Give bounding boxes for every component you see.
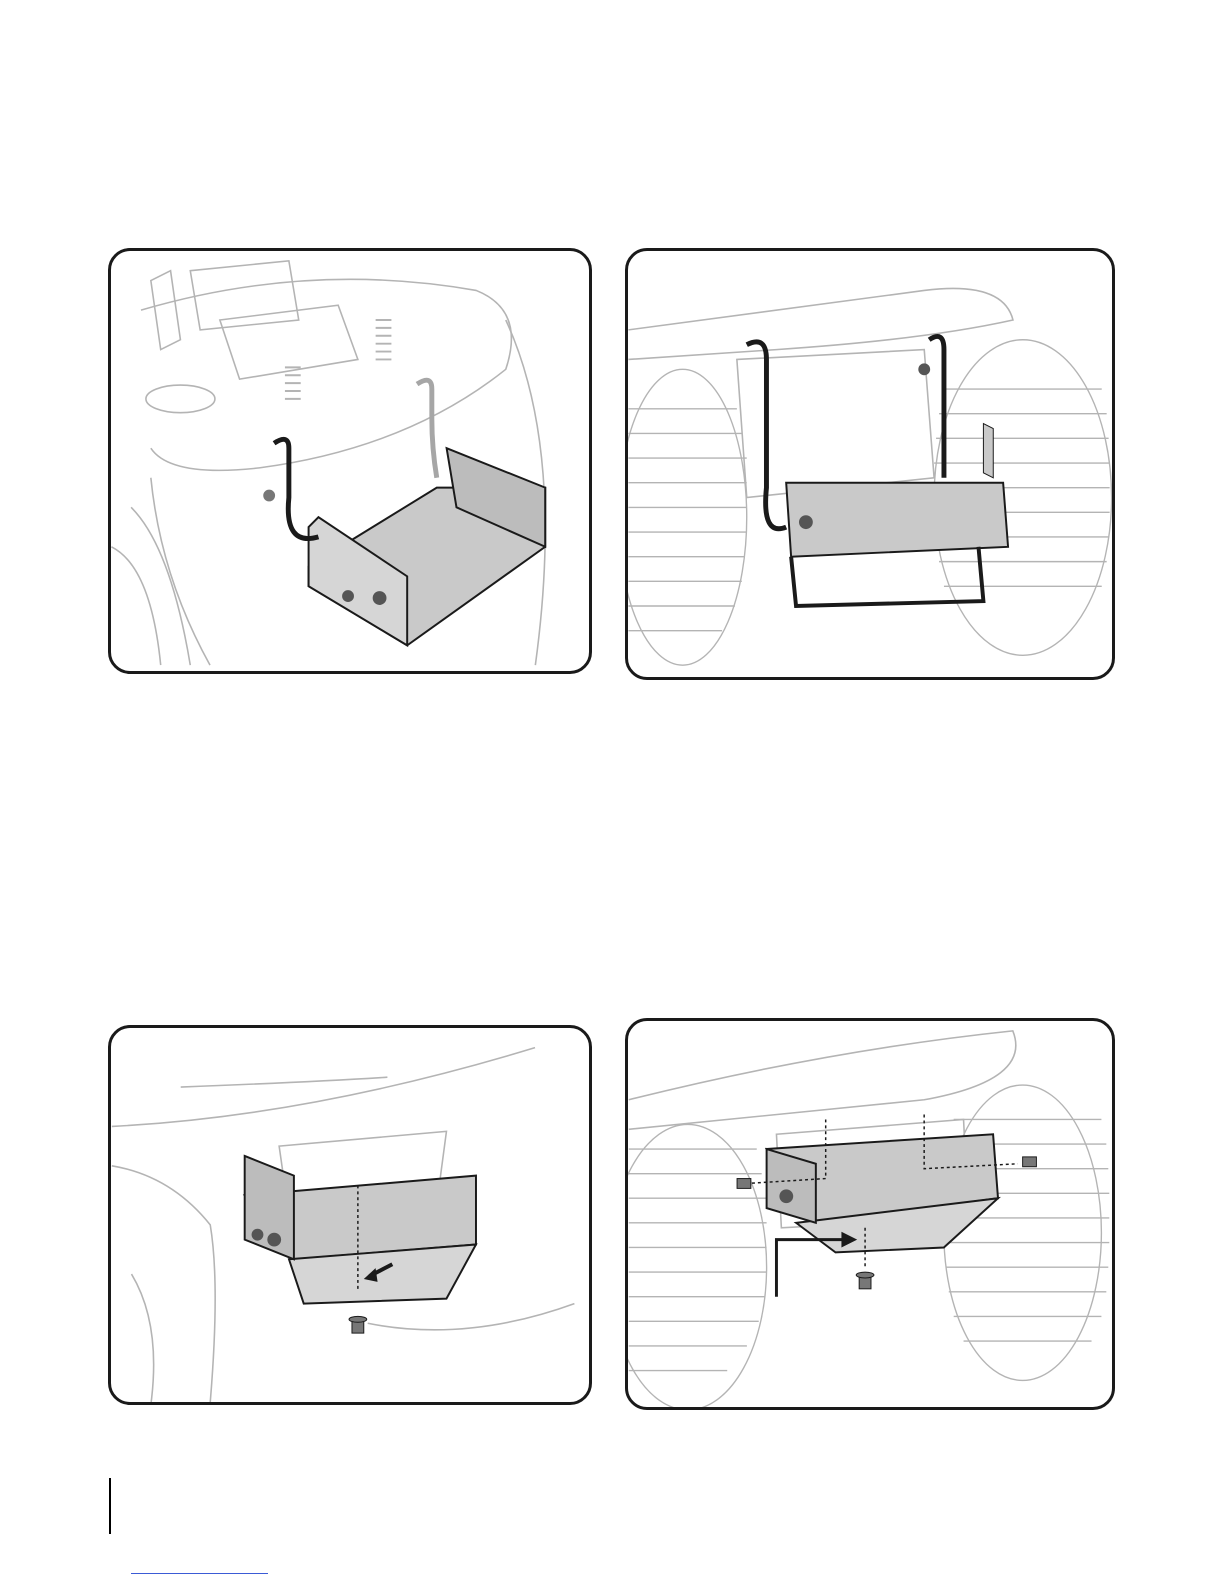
bolt-icon [263, 490, 275, 502]
mower-body-lines [628, 288, 1013, 497]
spring-icon [285, 320, 391, 399]
pin-icon [856, 1272, 874, 1289]
figure-panel-2 [625, 248, 1115, 680]
tire-right [944, 1085, 1109, 1380]
tire-left [628, 1124, 767, 1407]
figure-panel-3 [108, 1025, 592, 1405]
pin-icon [349, 1316, 367, 1333]
page-margin-rule [109, 1478, 111, 1534]
mounting-bracket [309, 448, 546, 645]
mounting-bracket [245, 1156, 476, 1304]
footer-link-underline [131, 1573, 268, 1574]
illustration-pin-rear [628, 1021, 1112, 1407]
illustration-pin-underside [111, 1028, 589, 1402]
figure-panel-4 [625, 1018, 1115, 1410]
illustration-brackets-hooking [111, 251, 589, 671]
tire-left [628, 369, 747, 665]
illustration-brackets-rear [628, 251, 1112, 677]
figure-panel-1 [108, 248, 592, 674]
mounting-bracket [767, 1134, 998, 1252]
mounting-bracket [786, 363, 1008, 606]
